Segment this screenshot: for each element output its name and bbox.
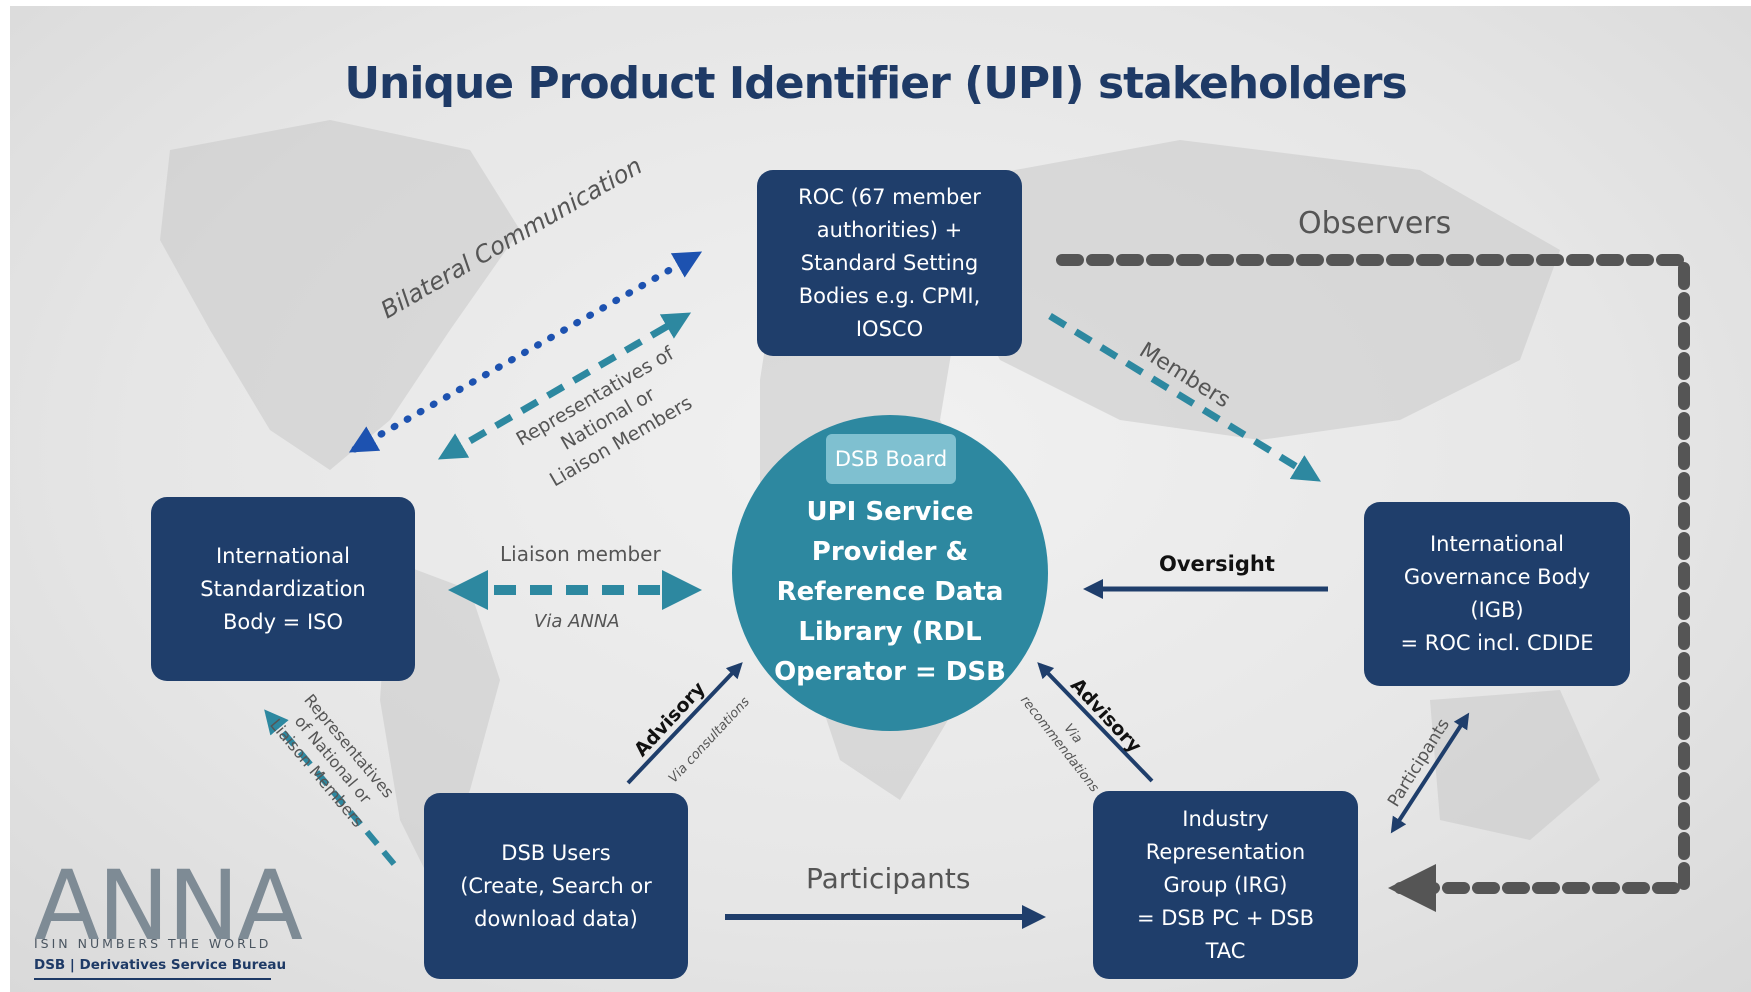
iso-node: International Standardization Body = ISO	[151, 497, 415, 681]
representatives-top-arrow	[437, 312, 692, 460]
anna-wordmark: ANNA	[34, 850, 303, 962]
north-america-shape	[160, 120, 520, 470]
oversight-label: Oversight	[1159, 552, 1275, 576]
advisory-left-arrow	[626, 662, 743, 785]
via-anna-label: Via ANNA	[534, 611, 620, 632]
observers-label: Observers	[1298, 206, 1452, 241]
irg-node: Industry Representation Group (IRG) = DS…	[1093, 791, 1358, 979]
observers-arrow	[1056, 254, 1690, 912]
liaison-member-label: Liaison member	[500, 542, 661, 566]
anna-tagline: ISIN NUMBERS THE WORLD	[34, 936, 272, 951]
roc-node: ROC (67 member authorities) + Standard S…	[757, 170, 1022, 356]
participants-bottom-label: Participants	[806, 862, 971, 895]
igb-node: International Governance Body (IGB) = RO…	[1364, 502, 1630, 686]
dsb-users-node: DSB Users (Create, Search or download da…	[424, 793, 688, 979]
australia-shape	[1430, 690, 1600, 840]
participants-right-arrow	[1390, 712, 1470, 834]
center-label: UPI Service Provider & Reference Data Li…	[774, 497, 1006, 687]
members-arrow	[1048, 313, 1321, 482]
diagram-title: Unique Product Identifier (UPI) stakehol…	[344, 58, 1407, 109]
asia-shape	[960, 140, 1560, 440]
advisory-right-arrow	[1037, 662, 1154, 783]
logo-underline	[34, 978, 271, 980]
representatives-left-arrow	[264, 709, 397, 866]
dsb-board-badge: DSB Board	[826, 434, 956, 484]
dsb-logo-text: DSB | Derivatives Service Bureau	[34, 957, 287, 973]
